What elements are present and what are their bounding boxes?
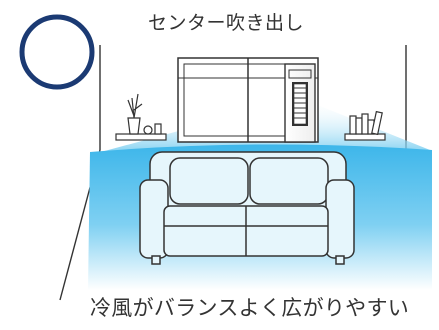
right-shelf <box>344 110 386 141</box>
left-shelf <box>115 93 167 141</box>
rating-circle-icon <box>19 14 95 90</box>
sofa <box>139 151 355 265</box>
bottom-caption: 冷風がバランスよく広がりやすい <box>90 296 410 320</box>
top-caption: センター吹き出し <box>148 12 305 34</box>
window-ac-unit <box>284 63 316 143</box>
